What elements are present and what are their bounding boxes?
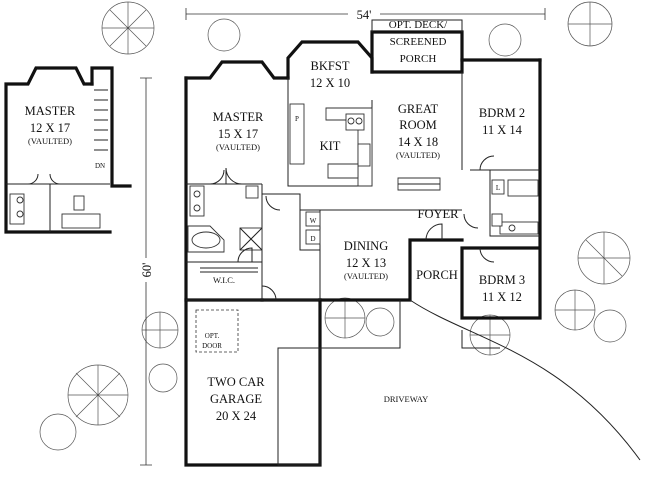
landscape-trees: [39, 1, 631, 451]
bdrm2-name: BDRM 2: [479, 106, 525, 120]
opt-door-line1: OPT.: [205, 332, 220, 340]
bkfst-size: 12 X 10: [310, 76, 350, 90]
width-dimension: 54': [357, 8, 372, 22]
great-room-line1: GREAT: [398, 102, 439, 116]
alt-master-size: 12 X 17: [30, 121, 70, 135]
dining-note: (VAULTED): [344, 271, 388, 281]
great-room-size: 14 X 18: [398, 135, 438, 149]
master-name: MASTER: [213, 110, 264, 124]
deck-line1: OPT. DECK/: [389, 19, 448, 31]
alt-master-name: MASTER: [25, 104, 76, 118]
washer-label: W: [310, 217, 317, 225]
alt-master-note: (VAULTED): [28, 136, 72, 146]
deck-line3: PORCH: [400, 53, 437, 65]
foyer-name: FOYER: [418, 207, 460, 221]
dimension-lines: 54' 60': [140, 8, 546, 466]
bdrm3-size: 11 X 12: [482, 290, 522, 304]
driveway-label: DRIVEWAY: [384, 394, 429, 404]
bdrm3-name: BDRM 3: [479, 273, 525, 287]
porch-name: PORCH: [416, 268, 458, 282]
garage-line1: TWO CAR: [207, 375, 265, 389]
bkfst-name: BKFST: [311, 59, 350, 73]
kit-name: KIT: [320, 139, 341, 153]
pantry-label: P: [295, 115, 299, 123]
depth-dimension: 60': [140, 263, 154, 278]
linen-label: L: [496, 184, 500, 192]
dining-size: 12 X 13: [346, 256, 386, 270]
dining-name: DINING: [344, 239, 388, 253]
stair-dn-label: DN: [95, 162, 105, 170]
garage-line2: GARAGE: [210, 392, 262, 406]
door-swings: [209, 155, 495, 301]
great-room-note: (VAULTED): [396, 150, 440, 160]
great-room-line2: ROOM: [399, 118, 437, 132]
garage-size: 20 X 24: [216, 409, 257, 423]
master-size: 15 X 17: [218, 127, 258, 141]
wic-label: W.I.C.: [213, 275, 235, 285]
dryer-label: D: [310, 235, 315, 243]
opt-door-line2: DOOR: [202, 342, 222, 350]
alt-master-suite: [4, 66, 132, 234]
bdrm2-size: 11 X 14: [482, 123, 523, 137]
deck-line2: SCREENED: [390, 36, 447, 48]
fixtures: [187, 19, 641, 466]
master-note: (VAULTED): [216, 142, 260, 152]
